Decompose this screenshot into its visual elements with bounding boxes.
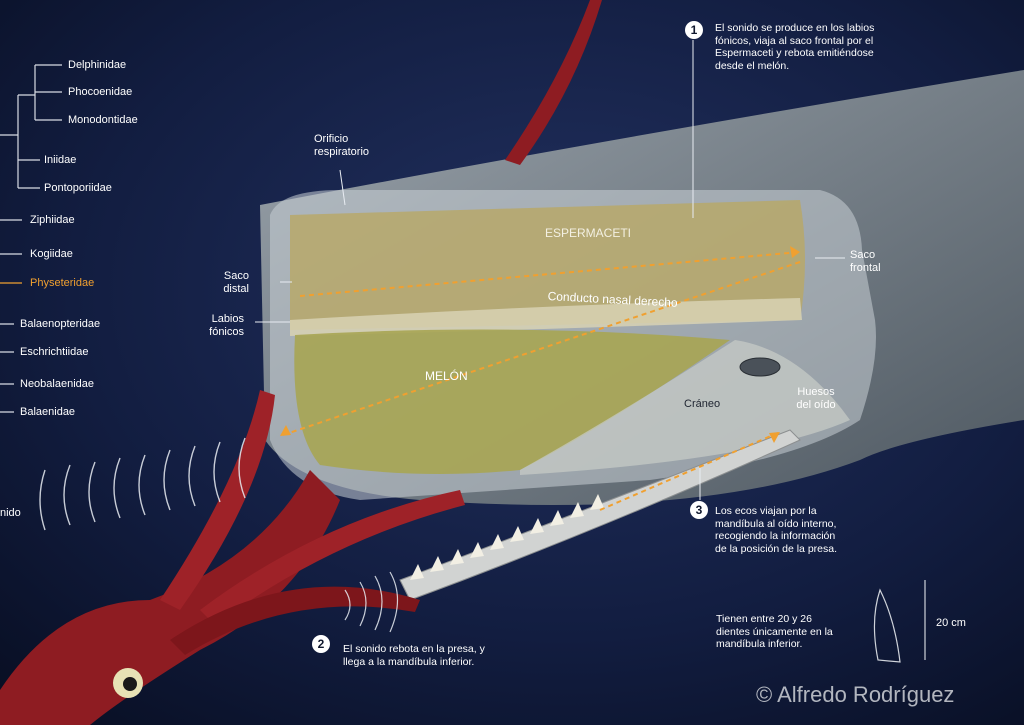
label-labios-fonicos: Labios fónicos bbox=[209, 313, 244, 338]
family-delphinidae: Delphinidae bbox=[68, 59, 127, 71]
teeth-note: Tienen entre 20 y 26 dientes únicamente … bbox=[716, 613, 833, 650]
family-physeteridae: Physeteridae bbox=[30, 277, 95, 289]
label-conducto-nasal: Conducto nasal derecho bbox=[547, 289, 678, 310]
nasal-duct bbox=[290, 298, 802, 336]
family-eschrichtiidae: Eschrichtiidae bbox=[20, 346, 89, 358]
scale-label: 20 cm bbox=[936, 617, 966, 629]
credit-watermark: © Alfredo Rodríguez bbox=[756, 682, 955, 707]
leader-lines bbox=[255, 40, 845, 500]
family-phocoenidae: Phocoenidae bbox=[68, 86, 133, 98]
step-1-number: 1 bbox=[685, 21, 703, 39]
family-balaenopteridae: Balaenopteridae bbox=[20, 318, 101, 330]
sound-waves-emitted bbox=[39, 437, 246, 531]
label-sonido-fragment: nido bbox=[0, 507, 21, 519]
family-iniidae: Iniidae bbox=[44, 154, 77, 166]
squid-arm-1 bbox=[160, 390, 275, 610]
spermaceti-organ bbox=[290, 200, 805, 330]
squid-arm-3 bbox=[170, 586, 420, 655]
sound-waves-returning bbox=[344, 571, 399, 633]
label-huesos-oido: Huesos del oído bbox=[796, 386, 836, 411]
squid-arm-2 bbox=[200, 490, 465, 625]
family-balaenidae: Balaenidae bbox=[20, 406, 76, 418]
family-pontoporiidae: Pontoporiidae bbox=[44, 182, 112, 194]
label-craneo: Cráneo bbox=[684, 398, 721, 410]
label-saco-frontal: Saco frontal bbox=[850, 249, 881, 274]
whale-eye bbox=[739, 357, 781, 377]
step-2-number: 2 bbox=[312, 635, 330, 653]
sound-path-arrows bbox=[279, 251, 801, 511]
step-2-text: El sonido rebota en la presa, y llega a … bbox=[343, 643, 485, 668]
step-3-text: Los ecos viajan por la mandíbula al oído… bbox=[715, 505, 837, 555]
jaw-teeth bbox=[410, 494, 604, 580]
melon-organ bbox=[294, 329, 730, 474]
family-monodontidae: Monodontidae bbox=[68, 114, 138, 126]
taxonomy-tree bbox=[0, 64, 62, 413]
tooth-scale-sketch bbox=[873, 580, 926, 663]
step-1-text: El sonido se produce en los labios fónic… bbox=[715, 22, 875, 72]
label-espermaceti: ESPERMACETI bbox=[545, 226, 632, 240]
label-saco-distal: Saco distal bbox=[223, 270, 249, 295]
family-ziphiidae: Ziphiidae bbox=[30, 214, 75, 226]
squid-tentacle-top bbox=[505, 0, 602, 165]
step-3-number: 3 bbox=[690, 501, 708, 519]
family-neobalaenidae: Neobalaenidae bbox=[20, 378, 95, 390]
label-orificio-respiratorio: Orificio respiratorio bbox=[314, 133, 370, 158]
family-kogiidae: Kogiidae bbox=[30, 248, 73, 260]
label-melon: MELÓN bbox=[425, 369, 468, 383]
